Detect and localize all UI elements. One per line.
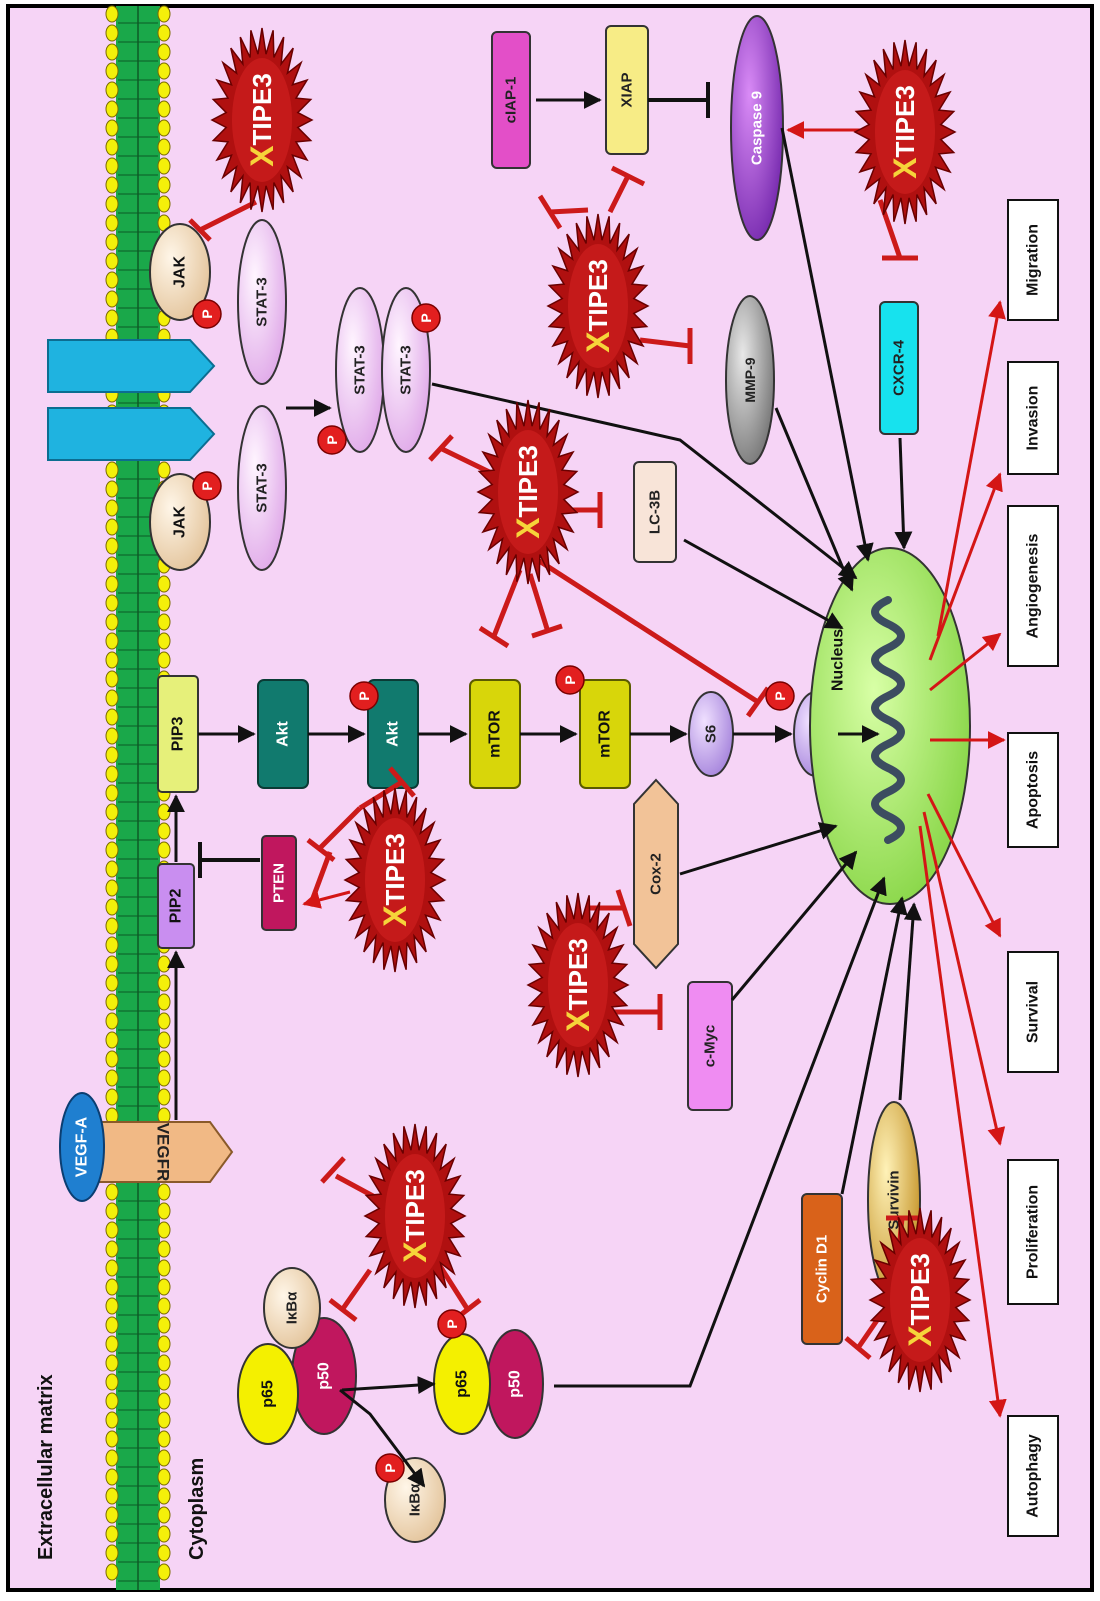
svg-text:P: P [382, 1463, 398, 1472]
svg-text:LC-3B: LC-3B [647, 490, 664, 534]
svg-text:P: P [444, 1319, 460, 1328]
phospho-stat3-dimer-a: STAT-3 [336, 288, 384, 452]
stat3-node-upper: STAT-3 [238, 220, 286, 384]
svg-text:IκBα: IκBα [284, 1291, 301, 1324]
outcome-label: Survival [1025, 981, 1042, 1043]
svg-text:cIAP-1: cIAP-1 [503, 77, 520, 124]
outcome-autophagy: Autophagy [1008, 1416, 1058, 1536]
nucleus: Nucleus [810, 548, 970, 904]
svg-text:mTOR: mTOR [487, 710, 504, 758]
svg-text:PIP2: PIP2 [168, 889, 185, 924]
tipe3-label: XTIPE3 [580, 259, 616, 353]
outcome-invasion: Invasion [1008, 362, 1058, 474]
cyclind1-node: Cyclin D1 [802, 1194, 842, 1344]
akt-node: Akt [258, 680, 308, 788]
phosphate-badge: P [350, 682, 378, 710]
svg-text:STAT-3: STAT-3 [254, 277, 271, 326]
svg-text:PIP3: PIP3 [170, 717, 187, 752]
outcome-angiogenesis: Angiogenesis [1008, 506, 1058, 666]
svg-text:VEGF-A: VEGF-A [74, 1116, 91, 1177]
tipe3-label: XTIPE3 [397, 1169, 433, 1263]
svg-text:IκBα: IκBα [407, 1483, 424, 1516]
svg-text:c-Myc: c-Myc [702, 1025, 719, 1068]
svg-text:VEGFR: VEGFR [154, 1123, 173, 1182]
phosphate-badge: P [766, 682, 794, 710]
svg-text:P: P [772, 691, 788, 700]
cox2-node: Cox-2 [624, 780, 688, 968]
phospho-mtor-node: mTOR [580, 680, 630, 788]
svg-text:P: P [324, 435, 340, 444]
svg-text:p65: p65 [260, 1380, 277, 1408]
svg-text:P: P [562, 675, 578, 684]
outcome-migration: Migration [1008, 200, 1058, 320]
svg-text:p50: p50 [507, 1370, 524, 1398]
svg-text:mTOR: mTOR [597, 710, 614, 758]
svg-text:STAT-3: STAT-3 [254, 463, 271, 512]
svg-text:p50: p50 [316, 1362, 333, 1390]
svg-text:P: P [199, 309, 215, 318]
outcome-apoptosis: Apoptosis [1008, 733, 1058, 847]
s6-node: S6 [689, 692, 733, 776]
svg-text:Akt: Akt [385, 720, 402, 746]
stat3-node-lower: STAT-3 [238, 406, 286, 570]
svg-text:P: P [199, 481, 215, 490]
outcome-survival: Survival [1008, 952, 1058, 1072]
vegfr-receptor: VEGFR [98, 1122, 232, 1182]
outcome-label: Invasion [1025, 386, 1042, 451]
phosphate-badge: P [318, 426, 346, 454]
pip2-node: PIP2 [158, 864, 194, 948]
tipe3-label: XTIPE3 [560, 938, 596, 1032]
svg-text:Nucleus: Nucleus [830, 629, 847, 691]
cmyc-node: c-Myc [688, 982, 732, 1110]
cxcr4-node: CXCR-4 [880, 302, 918, 434]
svg-text:P: P [356, 691, 372, 700]
cytoplasm-label: Cytoplasm [186, 1458, 208, 1560]
svg-text:Caspase 9: Caspase 9 [749, 91, 766, 165]
svg-text:STAT-3: STAT-3 [352, 345, 369, 394]
svg-text:MMP-9: MMP-9 [742, 357, 758, 402]
phosphate-badge: P [193, 472, 221, 500]
mtor-node: mTOR [470, 680, 520, 788]
outcome-label: Autophagy [1025, 1434, 1042, 1518]
svg-text:CXCR-4: CXCR-4 [891, 339, 908, 395]
phosphate-badge: P [438, 1310, 466, 1338]
extracellular-label: Extracellular matrix [35, 1374, 57, 1560]
xiap-node: XIAP [606, 26, 648, 154]
svg-text:Cyclin D1: Cyclin D1 [814, 1235, 831, 1303]
tipe3-label: XTIPE3 [887, 85, 923, 179]
svg-text:XIAP: XIAP [619, 72, 636, 107]
svg-text:JAK: JAK [172, 256, 189, 288]
tipe3-label: XTIPE3 [244, 73, 280, 167]
svg-text:JAK: JAK [172, 506, 189, 538]
phosphate-badge: P [376, 1454, 404, 1482]
caspase9-node: Caspase 9 [731, 16, 783, 240]
lc3b-node: LC-3B [634, 462, 676, 562]
outcome-label: Migration [1025, 224, 1042, 296]
pip3-node: PIP3 [158, 676, 198, 792]
svg-text:STAT-3: STAT-3 [398, 345, 415, 394]
svg-text:Cox-2: Cox-2 [648, 853, 665, 895]
svg-text:P: P [418, 313, 434, 322]
pten-node: PTEN [262, 836, 296, 930]
tipe3-label: XTIPE3 [377, 833, 413, 927]
svg-text:Akt: Akt [275, 720, 292, 746]
mmp9-node: MMP-9 [726, 296, 774, 464]
phosphate-badge: P [412, 304, 440, 332]
outcome-label: Angiogenesis [1025, 533, 1042, 638]
tipe3-label: XTIPE3 [510, 445, 546, 539]
ciap1-node: cIAP-1 [492, 32, 530, 168]
vegfa-ligand: VEGF-A [60, 1093, 104, 1201]
outcome-label: Apoptosis [1025, 751, 1042, 829]
tipe3-label: XTIPE3 [902, 1253, 938, 1347]
svg-text:p65: p65 [454, 1370, 471, 1398]
phosphate-badge: P [556, 666, 584, 694]
phosphate-badge: P [193, 300, 221, 328]
outcome-proliferation: Proliferation [1008, 1160, 1058, 1304]
svg-text:S6: S6 [703, 725, 720, 743]
outcome-label: Proliferation [1025, 1185, 1042, 1279]
svg-text:PTEN: PTEN [271, 863, 288, 903]
